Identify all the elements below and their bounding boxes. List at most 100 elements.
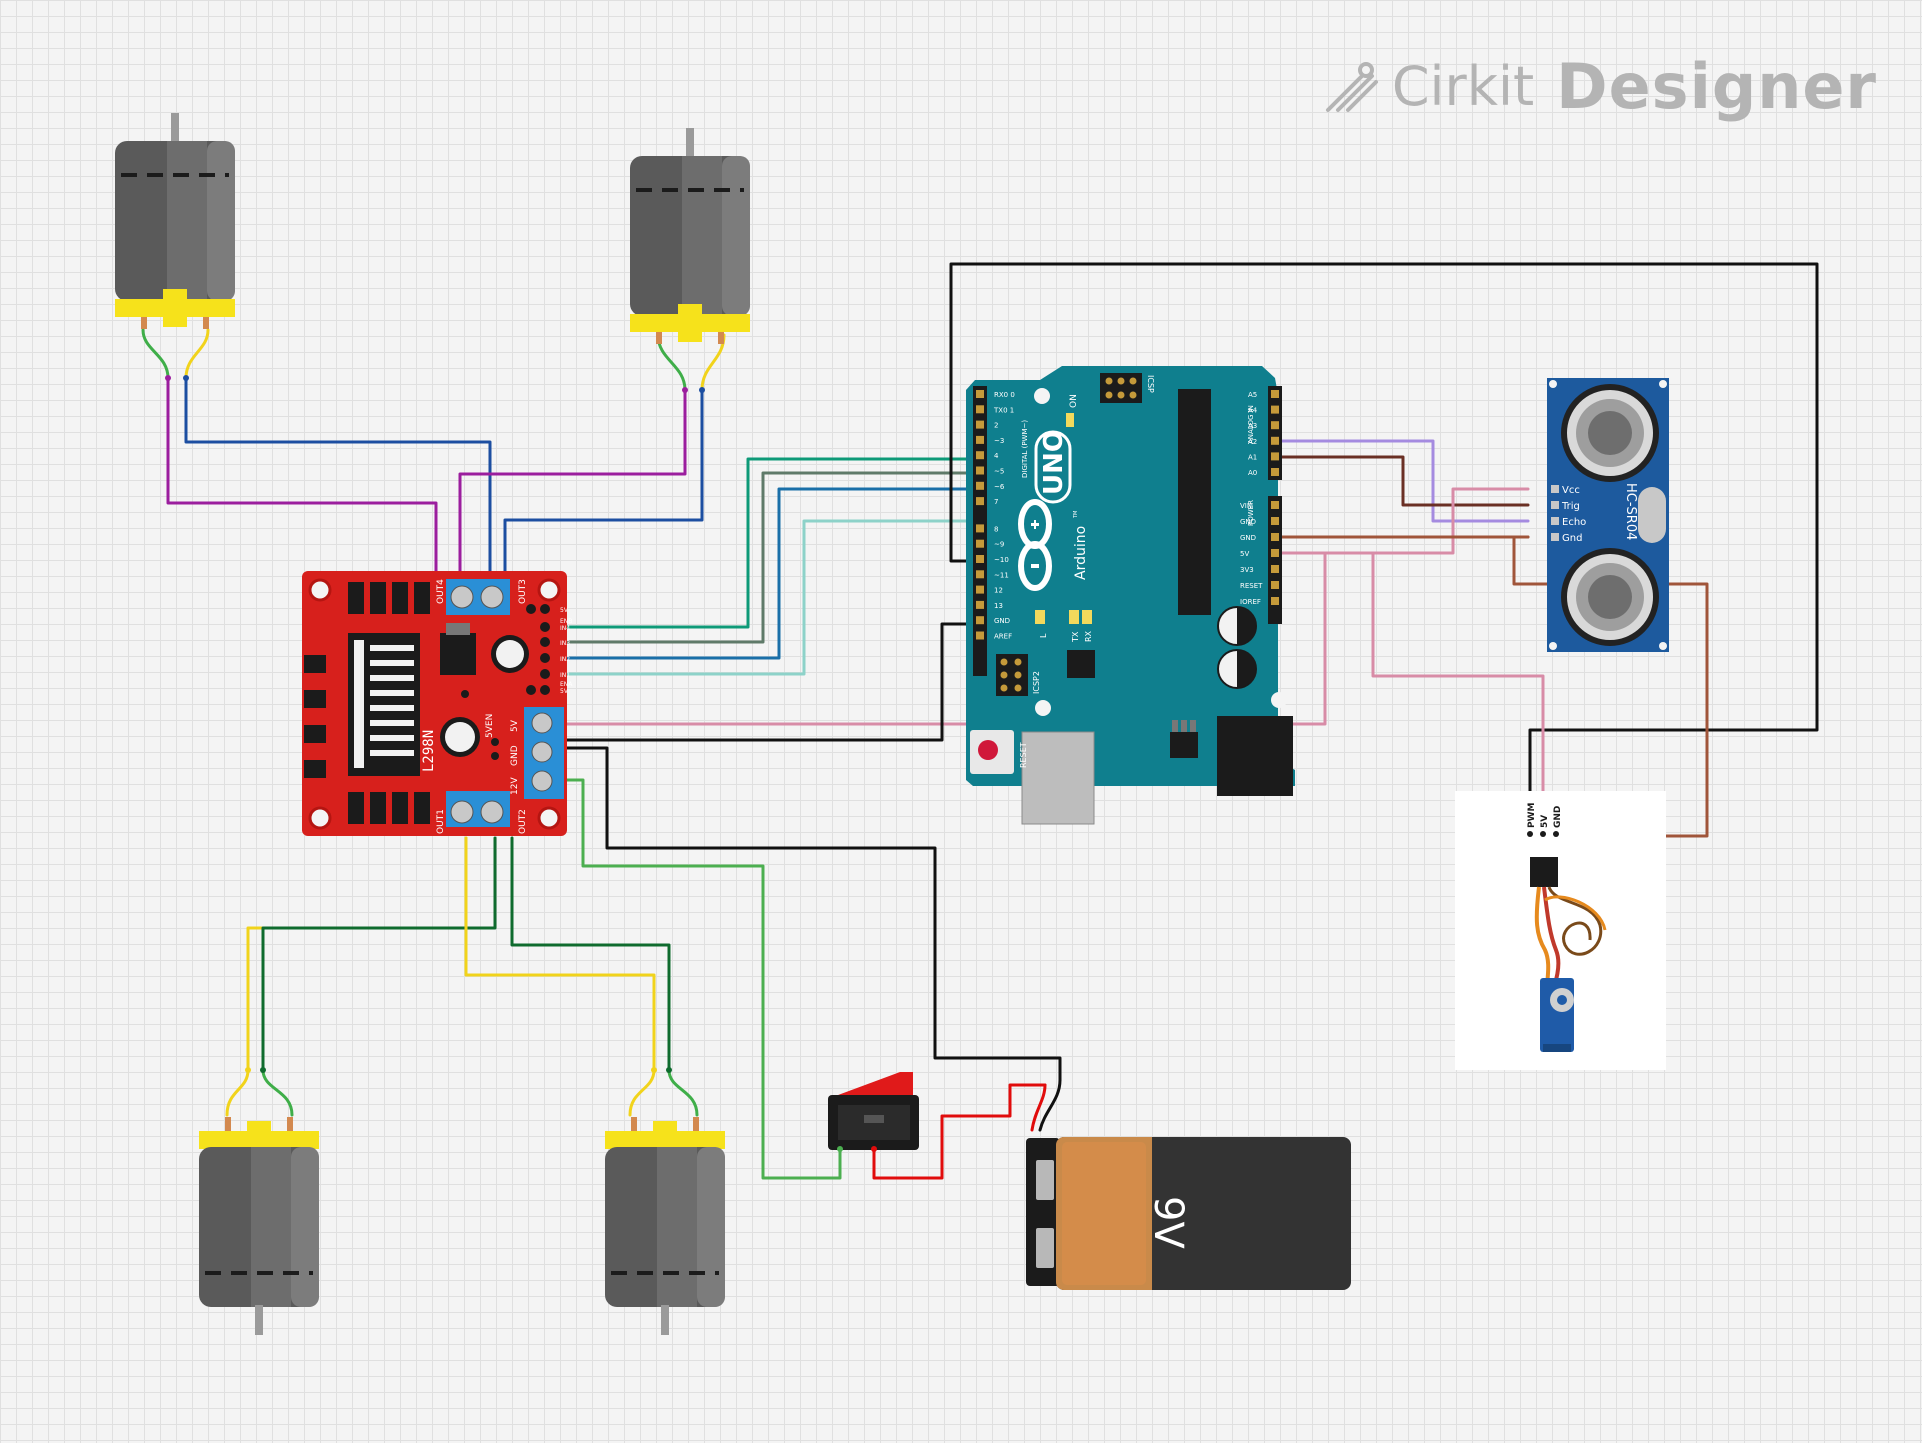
analog-pin[interactable] — [1271, 390, 1279, 398]
wire-battery-black-tail — [1038, 1078, 1062, 1132]
wire-in3-lightblue[interactable] — [550, 501, 985, 676]
servo-pin[interactable] — [1527, 831, 1533, 837]
dc-motor-top-right[interactable] — [630, 128, 750, 344]
analog-pin[interactable] — [1271, 405, 1279, 414]
power-pin[interactable] — [1271, 549, 1279, 557]
wire-switch-battery-red[interactable] — [872, 1083, 1047, 1180]
sonar-pin[interactable] — [1551, 533, 1559, 541]
wire-motor-bl-darkgreen[interactable] — [261, 836, 497, 1072]
power-pin[interactable] — [1271, 501, 1279, 509]
rocker-switch[interactable] — [828, 1072, 919, 1152]
digital-pin[interactable] — [976, 435, 984, 444]
servo-pin[interactable] — [1540, 831, 1546, 837]
servo-pin-label: PWM — [1527, 802, 1537, 828]
arduino-analog-label: ANALOG IN — [1247, 405, 1255, 444]
wire-in1-gray[interactable] — [550, 471, 985, 644]
digital-pin[interactable] — [976, 405, 984, 414]
usb-port[interactable] — [1021, 731, 1095, 825]
analog-pin[interactable] — [1271, 436, 1279, 445]
digital-pin[interactable] — [976, 524, 984, 533]
digital-pin-label: 12 — [994, 587, 1003, 595]
power-pin-label: IOREF — [1240, 598, 1261, 606]
digital-pin[interactable] — [976, 420, 984, 429]
driver-pin-label: IN4 — [560, 625, 570, 632]
wire-lead-tl-green — [141, 328, 170, 380]
arduino-uno[interactable]: UNO Arduino TM ON ICSP ICSP2 RESET DIGIT… — [966, 366, 1295, 825]
cirkit-designer-logo: Cirkit Designer — [1322, 50, 1877, 123]
digital-pin[interactable] — [976, 570, 984, 579]
power-pin[interactable] — [1271, 533, 1279, 541]
analog-pin[interactable] — [1271, 452, 1279, 461]
dc-motor-bottom-left[interactable] — [199, 1117, 319, 1335]
digital-pin-label: ~5 — [994, 468, 1004, 476]
power-pin[interactable] — [1271, 517, 1279, 525]
analog-pin-label: A3 — [1248, 422, 1257, 430]
digital-pin[interactable] — [976, 390, 984, 398]
dc-motor-top-left[interactable] — [115, 113, 235, 329]
driver-out2-label: OUT2 — [518, 809, 528, 834]
dc-motor-bottom-right[interactable] — [605, 1117, 725, 1335]
digital-pin[interactable] — [976, 631, 984, 640]
digital-pin[interactable] — [976, 466, 984, 475]
digital-pin[interactable] — [976, 451, 984, 460]
arduino-logo — [1018, 430, 1072, 591]
sonar-pin[interactable] — [1551, 485, 1559, 493]
wire-motor-tr-purple[interactable] — [458, 388, 687, 577]
wire-motor-br-yellow[interactable] — [464, 836, 656, 1072]
wire-motor-bl-yellow[interactable] — [246, 836, 468, 1072]
brand-word-designer: Designer — [1556, 50, 1877, 123]
wire-lead-bl-green — [261, 1068, 294, 1117]
analog-pin[interactable] — [1271, 468, 1279, 476]
wire-echo-brown[interactable] — [1279, 455, 1530, 507]
arduino-led-tx: TX — [1071, 631, 1080, 643]
wire-ena-teal[interactable] — [550, 457, 985, 629]
sonar-pin-label: Trig — [1561, 501, 1580, 512]
sonar-pin[interactable] — [1551, 517, 1559, 525]
digital-pin[interactable] — [976, 555, 984, 563]
dc-jack[interactable] — [1217, 716, 1293, 796]
analog-pin-label: A2 — [1248, 438, 1257, 446]
wire-motor-tl-blue[interactable] — [184, 376, 492, 577]
digital-pin-label: 4 — [994, 452, 999, 460]
analog-pin[interactable] — [1271, 421, 1279, 430]
wire-motor-br-darkgreen[interactable] — [510, 836, 671, 1072]
wire-in2-blue[interactable] — [550, 487, 985, 660]
sonar-pin[interactable] — [1551, 501, 1559, 509]
digital-pin[interactable] — [976, 539, 984, 548]
wire-12v-switch-green[interactable] — [561, 778, 842, 1180]
digital-pin[interactable] — [976, 600, 984, 609]
digital-pin[interactable] — [976, 585, 984, 594]
battery-9v[interactable]: 9V — [1026, 1137, 1351, 1290]
power-pin-label: 5V — [1240, 550, 1249, 558]
wire-pwm-black[interactable] — [949, 262, 1819, 836]
wire-lead-tl-yellow — [184, 328, 210, 380]
digital-pin[interactable] — [976, 497, 984, 506]
driver-pin-label: ENA — [560, 681, 573, 688]
wire-driver-gnd-black[interactable] — [550, 622, 985, 742]
l298n-driver[interactable]: L298N 5VEN OUT4 OUT3 OUT1 OUT2 12V GND 5… — [302, 571, 573, 836]
servo-pin[interactable] — [1553, 831, 1559, 837]
arduino-tm: TM — [1073, 511, 1079, 519]
wire-motor-tr-blue[interactable] — [503, 388, 704, 577]
digital-pin-label: AREF — [994, 633, 1012, 641]
digital-pin[interactable] — [976, 481, 984, 490]
digital-pin[interactable] — [976, 616, 984, 625]
power-pin[interactable] — [1271, 581, 1279, 589]
digital-pin-label: RX0 0 — [994, 391, 1015, 399]
analog-pin-label: A5 — [1248, 391, 1257, 399]
digital-pin-label: ~11 — [994, 571, 1009, 579]
wire-trig-lavender[interactable] — [1279, 439, 1530, 523]
driver-pin-label: 5V — [560, 607, 569, 614]
power-pin[interactable] — [1271, 565, 1279, 573]
power-pin-label: GND — [1240, 518, 1256, 526]
wire-vcc-sonar-pink[interactable] — [1371, 487, 1530, 555]
power-pin[interactable] — [1271, 597, 1279, 605]
wire-motor-tl-purple[interactable] — [166, 376, 438, 577]
driver-gnd-label: GND — [510, 745, 520, 766]
wire-gnd-battery-black[interactable] — [561, 746, 1062, 1082]
wire-vcc-pink[interactable] — [1279, 551, 1545, 836]
